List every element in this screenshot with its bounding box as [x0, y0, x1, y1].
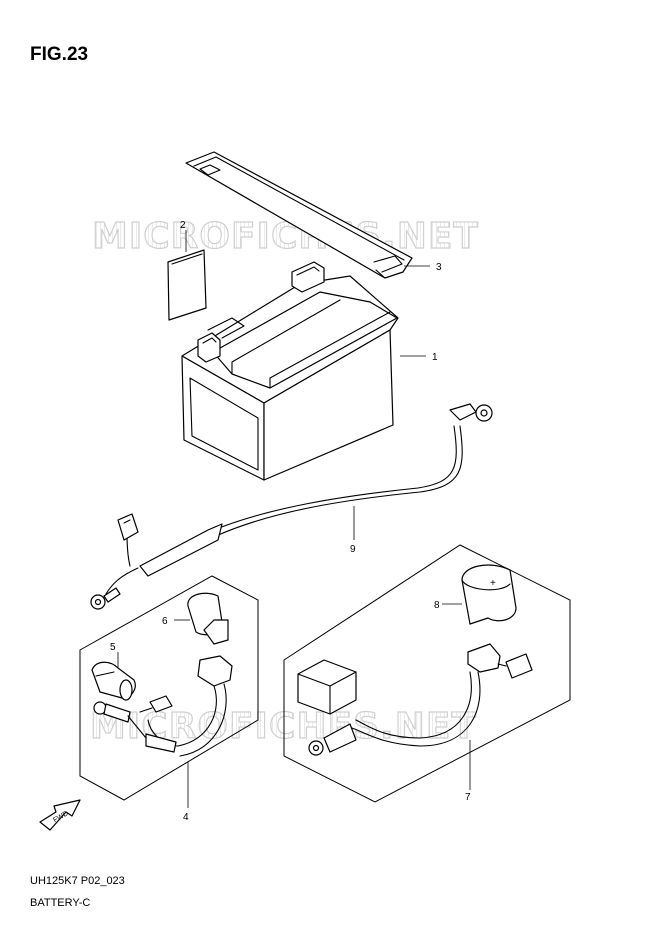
- callout-4: 4: [183, 812, 189, 823]
- callout-2: 2: [180, 220, 186, 231]
- terminal-boot-5: [91, 661, 136, 701]
- callout-leaders: [117, 230, 471, 808]
- watermark-top: MICROFICHES.NET: [92, 216, 479, 257]
- callout-5: 5: [110, 642, 116, 653]
- callout-8: 8: [434, 600, 440, 611]
- battery: [181, 261, 399, 481]
- plus-sign: +: [490, 578, 496, 589]
- fwd-arrow-icon: FWD: [39, 799, 81, 831]
- callout-7: 7: [465, 792, 471, 803]
- figure-subtitle: BATTERY-C: [30, 897, 90, 909]
- terminal-cap-6: [187, 592, 229, 645]
- lead-wire: [90, 403, 493, 610]
- kit-4-cable: [93, 655, 233, 757]
- kit-4-frame: [79, 575, 259, 801]
- kit-7-cable: [308, 643, 533, 756]
- callout-3: 3: [436, 262, 442, 273]
- figure-code: UH125K7 P02_023: [30, 875, 125, 887]
- callout-1: 1: [432, 352, 438, 363]
- terminal-cap-8: +: [461, 564, 517, 625]
- kit-7-frame: [283, 544, 571, 803]
- figure-title: FIG.23: [30, 44, 88, 65]
- battery-band: [185, 151, 413, 279]
- callout-6: 6: [162, 616, 168, 627]
- label-sheet: [167, 249, 207, 321]
- callout-9: 9: [350, 544, 356, 555]
- rubber-block: [297, 659, 357, 715]
